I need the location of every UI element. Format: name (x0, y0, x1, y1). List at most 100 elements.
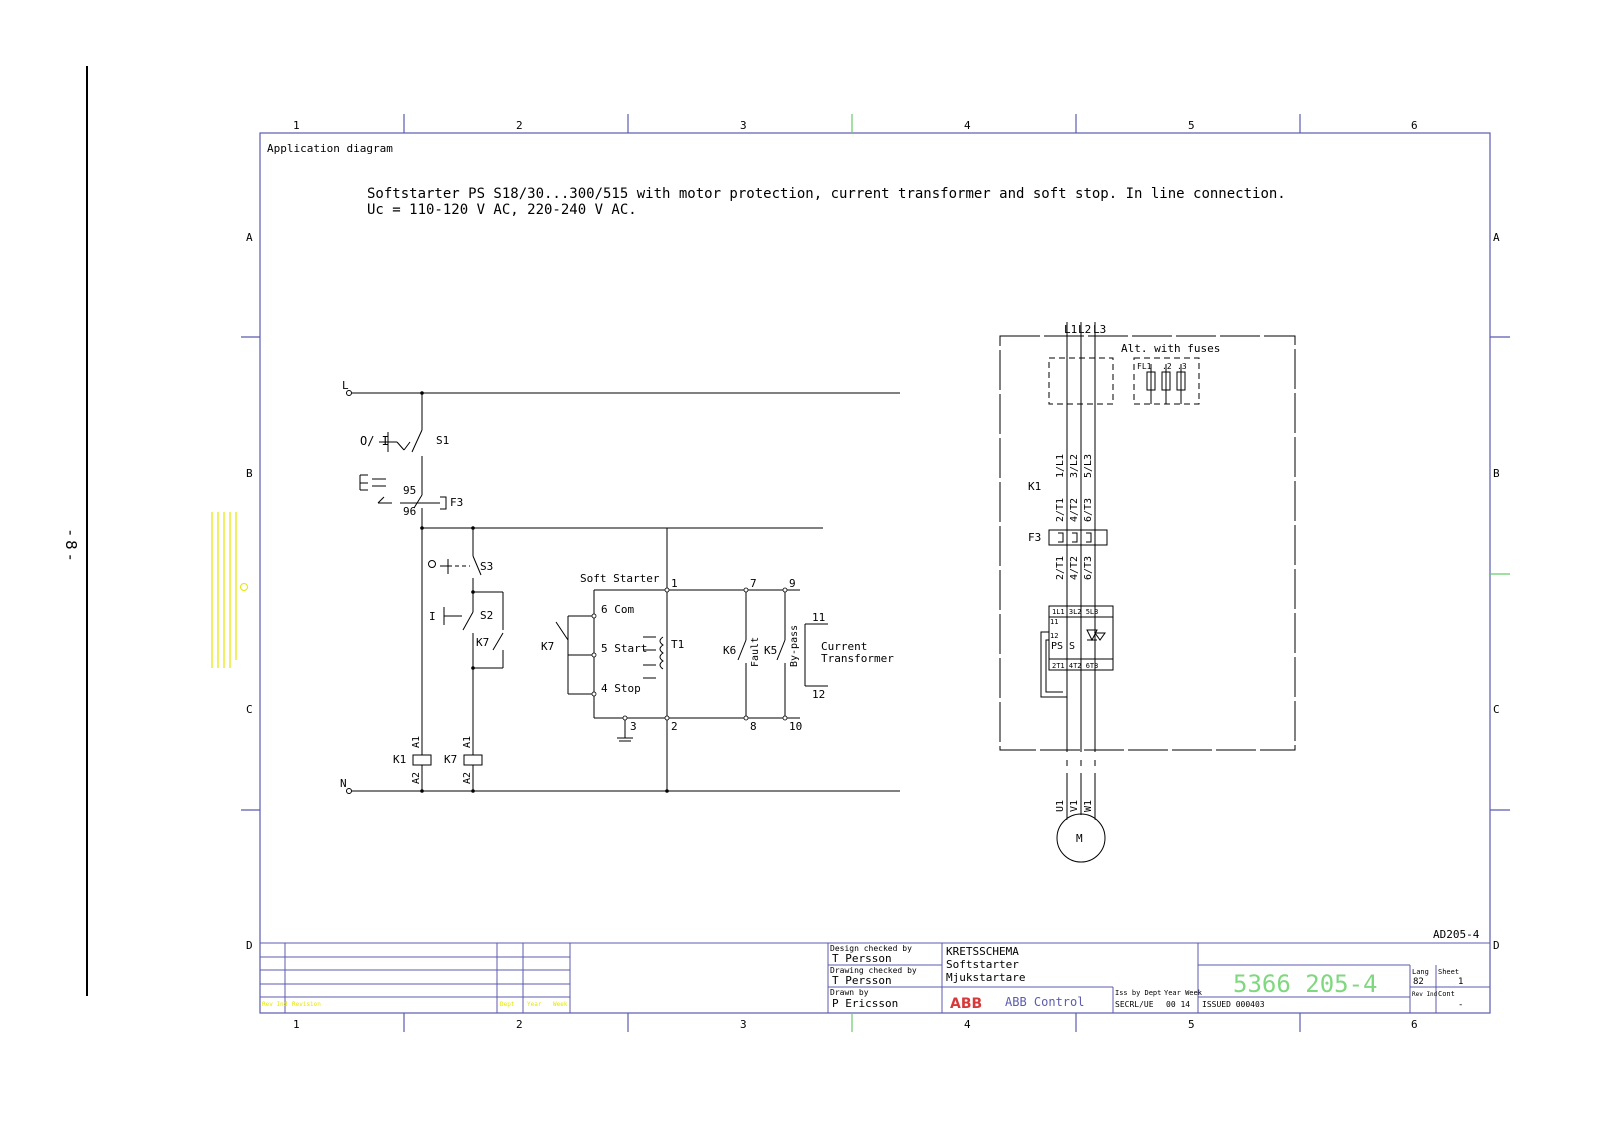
rev-header: Dept (500, 1001, 515, 1008)
sheet-label: Sheet (1438, 968, 1459, 976)
label-bypass: By-pass (789, 625, 800, 667)
label-3l2: 3/L2 (1069, 454, 1080, 478)
drawing-checked: T Persson (832, 974, 892, 987)
drawing-code: AD205-4 (1433, 928, 1480, 941)
s2-symbol: I (429, 610, 436, 623)
control-labels: L N O/ I S1 95 96 F3 S3 I S2 K7 K1 K7 A1… (340, 379, 493, 790)
terminal-8: 8 (750, 720, 757, 733)
col-label-bottom: 6 (1411, 1018, 1418, 1031)
label-v1: V1 (1069, 800, 1080, 812)
s1-symbol: O/ I (360, 434, 389, 448)
motor-fill (1058, 815, 1104, 861)
diagram-label: Application diagram (267, 142, 393, 155)
sheet-number: 1 (1458, 977, 1463, 987)
row-label-left: D (246, 939, 253, 952)
title-block (260, 942, 1490, 1013)
label-ps-bottom: 2T1 4T2 6T3 (1052, 662, 1098, 670)
terminal-11: 11 (812, 611, 825, 624)
label-alt-fuses: Alt. with fuses (1121, 342, 1220, 355)
rev-header: Year (527, 1001, 542, 1008)
label-transformer: Transformer (821, 652, 894, 665)
terminal-3: 3 (630, 720, 637, 733)
col-label-bottom: 1 (293, 1018, 300, 1031)
year-week: 00 14 (1166, 1000, 1190, 1009)
label-n: N (340, 777, 347, 790)
label-6t3: 6/T3 (1083, 498, 1094, 522)
title-block-text: AD205-4 Design checked by T Persson Draw… (262, 928, 1480, 1012)
label-l2: L2 (1078, 323, 1091, 336)
row-label-left: C (246, 703, 253, 716)
drawn-by: P Ericsson (832, 997, 898, 1010)
main-circuit-labels: L1 L2 L3 Alt. with fuses FL1 .2 .3 K1 1/… (1028, 323, 1220, 845)
rev-header: Revision (292, 1001, 321, 1008)
label-ps-top: 1L1 3L2 5L3 (1052, 608, 1098, 616)
zone-labels: 1 2 3 4 5 6 1 2 3 4 5 6 A B C D A B C D (246, 119, 1500, 1031)
cont-label: Cont (1438, 990, 1455, 998)
col-label-top: 1 (293, 119, 300, 132)
soft-starter-block (555, 528, 828, 791)
label-k7-contact: K7 (476, 636, 489, 649)
iss-dept-label: Iss by Dept (1115, 989, 1161, 997)
label-ps-11: 11 (1050, 618, 1058, 626)
terminal-1: 1 (671, 577, 678, 590)
label-ps-12: 12 (1050, 632, 1058, 640)
control-circuit (346, 390, 900, 794)
label-l3: L3 (1093, 323, 1106, 336)
label-2t1: 2/T1 (1055, 498, 1066, 522)
label-k7-start: K7 (541, 640, 554, 653)
row-label-right: D (1493, 939, 1500, 952)
motor-label: M (1076, 832, 1083, 845)
row-label-left: B (246, 467, 253, 480)
drawing-title-3: Mjukstartare (946, 971, 1025, 984)
lang-label: Lang (1412, 968, 1429, 976)
s3-stop-symbol (428, 560, 436, 568)
rev-header: Week (553, 1001, 568, 1008)
row-label-right: A (1493, 231, 1500, 244)
col-label-bottom: 2 (516, 1018, 523, 1031)
label-k1-main: K1 (1028, 480, 1041, 493)
label-a2-k1: A2 (411, 772, 422, 784)
row-label-right: C (1493, 703, 1500, 716)
abb-logo: ABB (950, 996, 982, 1012)
label-k1-coil: K1 (393, 753, 406, 766)
iss-dept: SECRL/UE (1115, 1000, 1154, 1009)
year-week-label: Year Week (1164, 989, 1203, 997)
label-4t2: 4/T2 (1069, 498, 1080, 522)
label-f3-4t2: 4/T2 (1069, 556, 1080, 580)
label-l: L (342, 379, 349, 392)
terminal-10: 10 (789, 720, 802, 733)
drawing-checked-label: Drawing checked by (830, 966, 917, 975)
col-label-bottom: 3 (740, 1018, 747, 1031)
label-a2-k7: A2 (462, 772, 473, 784)
design-checked-label: Design checked by (830, 944, 912, 953)
drawing-title-1: KRETSSCHEMA (946, 945, 1019, 958)
label-1l1: 1/L1 (1055, 454, 1066, 478)
label-k5: K5 (764, 644, 777, 657)
page-number: - 8 - (62, 530, 80, 560)
document-number: 5366 205-4 (1233, 970, 1378, 998)
company-name: ABB Control (1005, 995, 1084, 1009)
label-5l3: 5/L3 (1083, 454, 1094, 478)
label-start: 5 Start (601, 642, 647, 655)
row-label-left: A (246, 231, 253, 244)
label-k7-coil: K7 (444, 753, 457, 766)
terminal-7: 7 (750, 577, 757, 590)
label-f3-6t3: 6/T3 (1083, 556, 1094, 580)
label-fault: Fault (750, 637, 761, 667)
label-s2: S2 (480, 609, 493, 622)
issued: ISSUED 000403 (1202, 1000, 1265, 1009)
soft-starter-terminals (591, 587, 788, 721)
cont: - (1458, 1000, 1463, 1010)
label-stop: 4 Stop (601, 682, 641, 695)
label-s1: S1 (436, 434, 449, 447)
rev-ind-label: Rev Ind (1412, 991, 1438, 998)
col-label-bottom: 5 (1188, 1018, 1195, 1031)
copyright-note (211, 512, 237, 668)
margin-circle (240, 583, 248, 591)
row-label-right: B (1493, 467, 1500, 480)
drawing-frame (241, 114, 1510, 1032)
label-f3: F3 (450, 496, 463, 509)
label-l1: L1 (1064, 323, 1077, 336)
label-u1: U1 (1055, 800, 1066, 812)
